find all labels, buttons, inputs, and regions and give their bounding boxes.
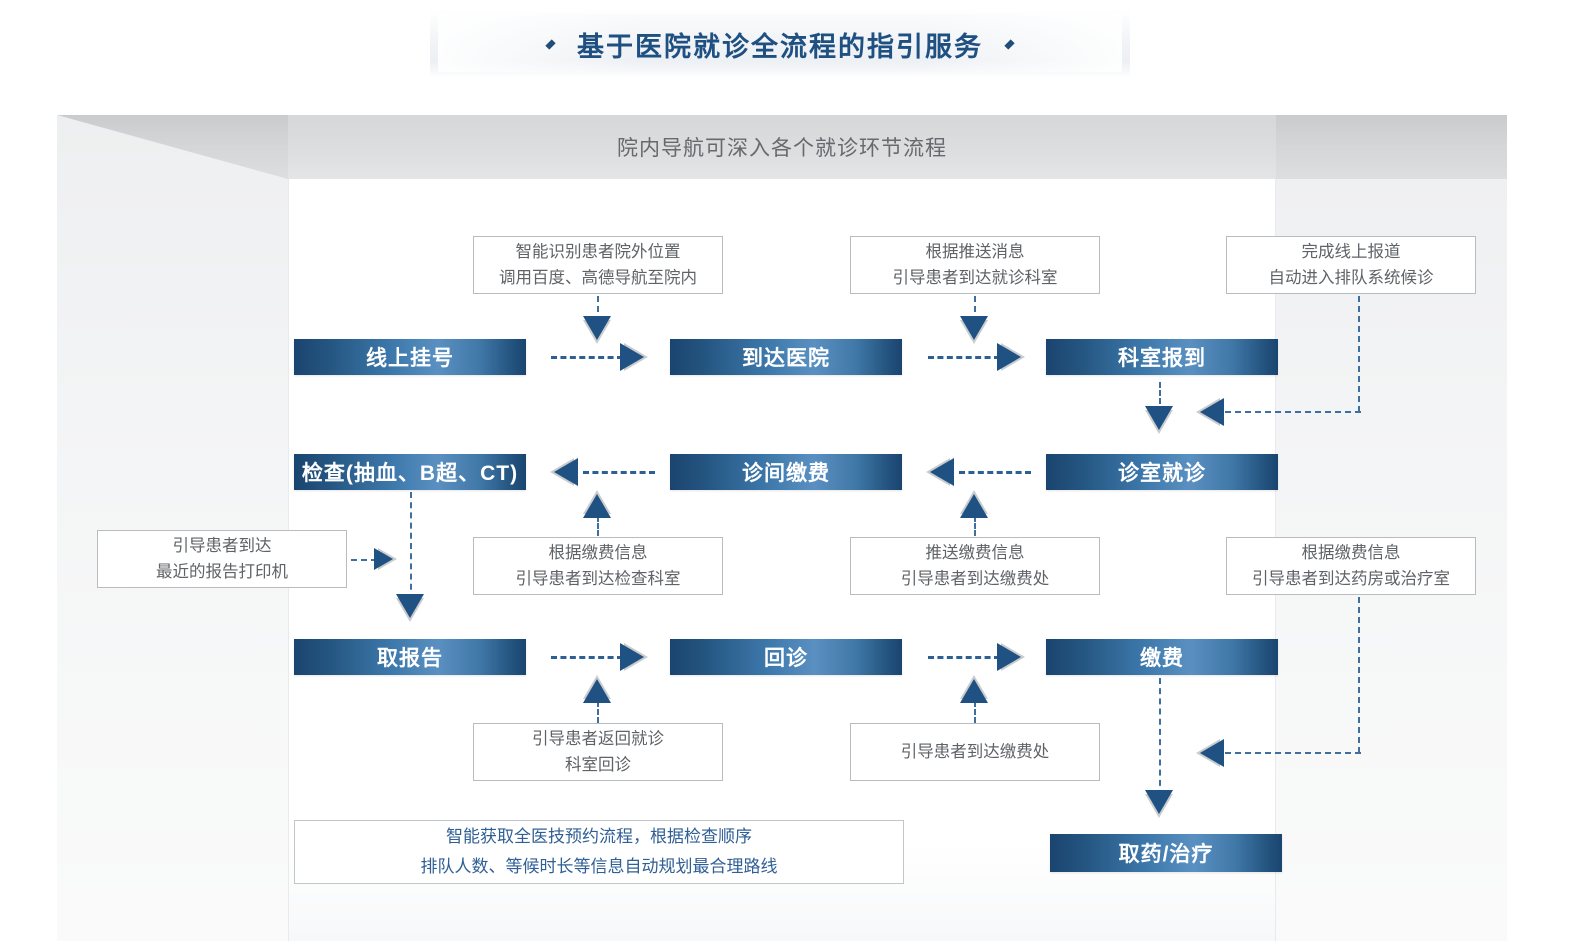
note-outside-location: 智能识别患者院外位置 调用百度、高德导航至院内 xyxy=(473,236,723,294)
page-title: 基于医院就诊全流程的指引服务 xyxy=(577,31,983,62)
note-line: 引导患者到达检查科室 xyxy=(515,570,681,588)
note-line: 智能识别患者院外位置 xyxy=(515,243,681,261)
connector-note1-down xyxy=(597,296,599,322)
perspective-stage: 院内导航可深入各个就诊环节流程 xyxy=(57,115,1507,941)
stage-ceiling-inner xyxy=(288,115,1276,179)
arrowhead-down-to-arrive xyxy=(583,316,611,344)
stage-wall-left xyxy=(57,115,288,941)
note-line: 根据推送消息 xyxy=(925,243,1025,261)
arrowhead-up-to-exam-row xyxy=(583,490,611,518)
note-line: 自动进入排队系统候诊 xyxy=(1268,269,1434,287)
arrowhead-left-to-examination xyxy=(550,458,578,486)
process-box-arrive-hospital[interactable]: 到达医院 xyxy=(670,339,902,375)
connector-note2-down xyxy=(974,296,976,322)
process-box-department-checkin[interactable]: 科室报到 xyxy=(1046,339,1278,375)
arrowhead-up-to-payment-row xyxy=(960,490,988,518)
note-line: 引导患者到达 xyxy=(172,537,272,555)
arrowhead-up-to-revisit-row xyxy=(960,675,988,703)
connector-visit-to-payment xyxy=(959,471,1031,474)
stage-subtitle: 院内导航可深入各个就诊环节流程 xyxy=(617,137,947,160)
arrowhead-up-to-report-row xyxy=(583,675,611,703)
connector-checkin-to-visit xyxy=(1159,382,1161,412)
connector-reg-to-arrive xyxy=(551,356,623,359)
note-return-clinic: 引导患者返回就诊 科室回诊 xyxy=(473,723,723,781)
note-line: 智能获取全医技预约流程，根据检查顺序 xyxy=(446,827,752,846)
note-line: 引导患者到达药房或治疗室 xyxy=(1252,570,1450,588)
arrowhead-down-to-medicine xyxy=(1145,790,1173,818)
note-line: 根据缴费信息 xyxy=(548,544,648,562)
arrowhead-right-to-payment xyxy=(997,643,1025,671)
connector-exam-to-report xyxy=(410,492,412,600)
connector-payment-to-medicine xyxy=(1159,678,1161,796)
note-line: 引导患者到达缴费处 xyxy=(900,743,1050,761)
connector-pharmacy-horiz xyxy=(1225,752,1361,754)
note-line: 完成线上报道 xyxy=(1301,243,1401,261)
connector-revisit-to-payment xyxy=(928,656,1000,659)
process-box-collect-report[interactable]: 取报告 xyxy=(294,639,526,675)
note-line: 引导患者返回就诊 xyxy=(532,730,664,748)
connector-note3-vert xyxy=(1358,296,1360,412)
note-go-payment: 引导患者到达缴费处 xyxy=(850,723,1100,781)
stage-floor xyxy=(287,115,1277,941)
note-smart-route: 智能获取全医技预约流程，根据检查顺序 排队人数、等候时长等信息自动规划最合理路线 xyxy=(294,820,904,884)
arrowhead-right-to-arrive xyxy=(620,343,648,371)
connector-note-exam-up xyxy=(597,516,599,536)
arrowhead-left-to-in-clinic-payment xyxy=(926,458,954,486)
note-push-payment: 推送缴费信息 引导患者到达缴费处 xyxy=(850,537,1100,595)
note-pharmacy: 根据缴费信息 引导患者到达药房或治疗室 xyxy=(1226,537,1476,595)
process-box-in-clinic-payment[interactable]: 诊间缴费 xyxy=(670,454,902,490)
connector-pharmacy-vert xyxy=(1358,597,1360,753)
process-box-revisit[interactable]: 回诊 xyxy=(670,639,902,675)
process-box-medicine-treatment[interactable]: 取药/治疗 xyxy=(1050,834,1282,872)
connector-note-pay-up xyxy=(974,516,976,536)
note-line: 引导患者到达缴费处 xyxy=(900,570,1050,588)
note-online-checkin: 完成线上报道 自动进入排队系统候诊 xyxy=(1226,236,1476,294)
connector-note-gopay-up xyxy=(974,701,976,723)
note-line: 科室回诊 xyxy=(565,756,631,774)
process-box-online-registration[interactable]: 线上挂号 xyxy=(294,339,526,375)
connector-arrive-to-checkin xyxy=(928,356,1000,359)
connector-note3-horiz xyxy=(1225,411,1361,413)
arrowhead-down-to-collect-report xyxy=(396,594,424,622)
note-line: 最近的报告打印机 xyxy=(156,563,288,581)
arrowhead-down-to-checkin xyxy=(960,316,988,344)
process-box-payment[interactable]: 缴费 xyxy=(1046,639,1278,675)
connector-payment-to-exam xyxy=(583,471,655,474)
arrowhead-left-into-clinic-visit xyxy=(1196,398,1224,426)
arrowhead-down-to-clinic-visit xyxy=(1145,406,1173,434)
process-box-clinic-visit[interactable]: 诊室就诊 xyxy=(1046,454,1278,490)
note-line: 推送缴费信息 xyxy=(925,544,1025,562)
connector-printer-note xyxy=(351,559,377,561)
arrowhead-right-to-checkin xyxy=(997,343,1025,371)
process-box-examination[interactable]: 检查(抽血、B超、CT) xyxy=(294,454,526,490)
title-banner: 基于医院就诊全流程的指引服务 xyxy=(430,10,1130,78)
connector-report-to-revisit xyxy=(551,656,623,659)
note-line: 排队人数、等候时长等信息自动规划最合理路线 xyxy=(420,857,778,876)
note-push-message: 根据推送消息 引导患者到达就诊科室 xyxy=(850,236,1100,294)
note-line: 引导患者到达就诊科室 xyxy=(892,269,1058,287)
note-payment-to-exam: 根据缴费信息 引导患者到达检查科室 xyxy=(473,537,723,595)
connector-note-revisit-up xyxy=(597,701,599,723)
note-line: 调用百度、高德导航至院内 xyxy=(499,269,697,287)
note-line: 根据缴费信息 xyxy=(1301,544,1401,562)
arrowhead-right-from-printer-note xyxy=(374,548,397,570)
arrowhead-left-into-medicine xyxy=(1196,739,1224,767)
arrowhead-right-to-revisit xyxy=(620,643,648,671)
note-nearest-printer: 引导患者到达 最近的报告打印机 xyxy=(97,530,347,588)
